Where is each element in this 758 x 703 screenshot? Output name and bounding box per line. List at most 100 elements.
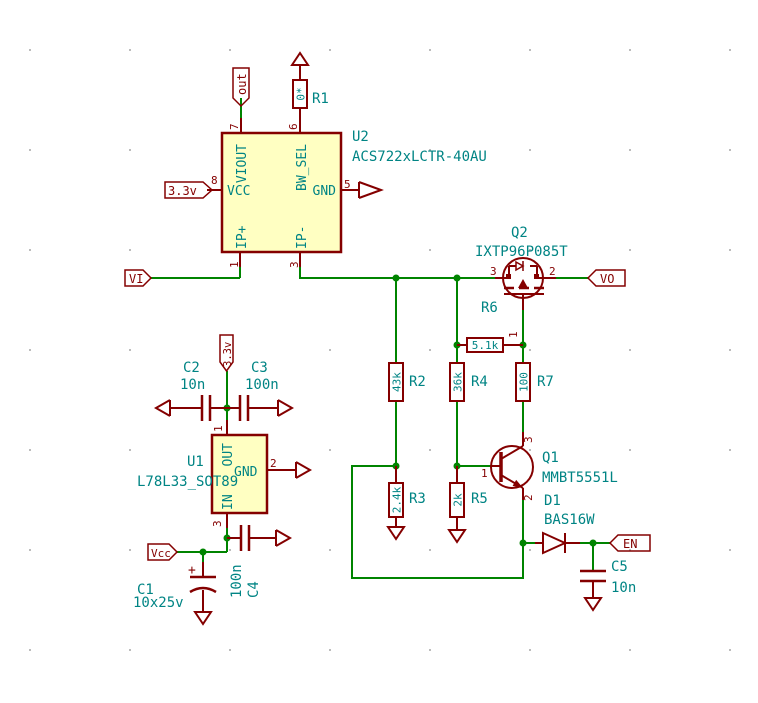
component-r7[interactable]: 100 R7 bbox=[515, 362, 554, 402]
junction-dots bbox=[199, 274, 597, 556]
r5-value[interactable]: 2k bbox=[452, 493, 465, 507]
r7-ref[interactable]: R7 bbox=[537, 374, 554, 390]
component-r6[interactable]: 5.1k R6 bbox=[457, 300, 523, 353]
c4-plates[interactable] bbox=[239, 525, 251, 551]
r4-ref[interactable]: R4 bbox=[471, 374, 488, 390]
component-u2[interactable]: U2 ACS722xLCTR-40AU VIOUT BW_SEL VCC GND… bbox=[207, 108, 487, 268]
r6-body[interactable] bbox=[466, 337, 504, 353]
component-c4[interactable]: 100n C4 bbox=[227, 525, 293, 598]
d1-value[interactable]: BAS16W bbox=[544, 512, 595, 528]
c1-value[interactable]: 10x25v bbox=[133, 595, 184, 611]
r6-value[interactable]: 5.1k bbox=[472, 339, 499, 352]
u1-pin-stubs bbox=[226, 420, 295, 528]
vo-label-text[interactable]: VO bbox=[600, 272, 614, 286]
q1-pin3-number: 3 bbox=[522, 436, 535, 443]
r7-body[interactable] bbox=[515, 362, 531, 402]
component-q2[interactable]: Q2 IXTP96P085T 3 2 1 bbox=[475, 225, 568, 338]
r2-value[interactable]: 43k bbox=[391, 372, 404, 392]
u1-pin2-number: 2 bbox=[270, 457, 277, 470]
net-label-vcc[interactable]: Vcc bbox=[147, 543, 179, 561]
c4-ref[interactable]: C4 bbox=[246, 581, 262, 598]
component-u1[interactable]: U1 L78L33_SOT89 OUT GND IN 1 2 3 bbox=[137, 420, 313, 528]
out-label-text[interactable]: out bbox=[235, 73, 249, 95]
wire-vi-to-pin1[interactable] bbox=[151, 267, 241, 279]
power-arrow-up bbox=[290, 51, 310, 66]
net-label-out[interactable]: out bbox=[232, 67, 250, 108]
net-label-vi[interactable]: VI bbox=[124, 269, 153, 287]
u1-value[interactable]: L78L33_SOT89 bbox=[137, 474, 238, 490]
r7-value[interactable]: 100 bbox=[518, 372, 531, 392]
net-label-33v-u2[interactable]: 3.3v bbox=[164, 181, 214, 199]
component-r1[interactable]: 0* R1 bbox=[290, 51, 329, 109]
c3-plates[interactable] bbox=[238, 395, 250, 421]
wires[interactable] bbox=[151, 98, 610, 579]
r2-body[interactable] bbox=[388, 362, 404, 402]
component-c1[interactable]: + C1 10x25v bbox=[133, 562, 217, 626]
wire-feedback-loop[interactable] bbox=[351, 465, 524, 579]
u2-ref[interactable]: U2 bbox=[352, 129, 369, 145]
c1-bottom-plate[interactable] bbox=[189, 586, 217, 594]
c5-plates[interactable] bbox=[580, 569, 606, 583]
r3-ref[interactable]: R3 bbox=[409, 491, 426, 507]
q2-value[interactable]: IXTP96P085T bbox=[475, 244, 568, 260]
c5-ref[interactable]: C5 bbox=[611, 559, 628, 575]
u1-ref[interactable]: U1 bbox=[187, 454, 204, 470]
d1-ref[interactable]: D1 bbox=[544, 493, 561, 509]
q1-value[interactable]: MMBT5551L bbox=[542, 470, 618, 486]
q2-drain-contact bbox=[534, 274, 539, 279]
c4-value[interactable]: 100n bbox=[229, 564, 245, 598]
component-d1[interactable]: D1 BAS16W bbox=[535, 493, 595, 555]
r1-value[interactable]: 0* bbox=[295, 87, 308, 100]
u2-pin-name-gnd: GND bbox=[313, 184, 337, 199]
u2-pin1-number: 1 bbox=[228, 261, 241, 268]
junction-dot bbox=[453, 274, 461, 282]
r4-body[interactable] bbox=[449, 362, 465, 402]
component-r3[interactable]: 2.4k R3 bbox=[386, 466, 426, 541]
c3-ref[interactable]: C3 bbox=[251, 360, 268, 376]
c2-plates[interactable] bbox=[200, 395, 212, 421]
r1-ref[interactable]: R1 bbox=[312, 91, 329, 107]
q1-body[interactable] bbox=[490, 445, 534, 489]
component-r2[interactable]: 43k R2 bbox=[388, 362, 426, 402]
junction-dot bbox=[199, 548, 207, 556]
gnd-symbol-c5 bbox=[583, 597, 603, 612]
en-label-text[interactable]: EN bbox=[623, 537, 637, 551]
net-label-vo[interactable]: VO bbox=[586, 269, 626, 287]
r2-ref[interactable]: R2 bbox=[409, 374, 426, 390]
vi-label-text[interactable]: VI bbox=[129, 272, 143, 286]
u2-body[interactable] bbox=[220, 131, 343, 254]
vcc-label-text[interactable]: Vcc bbox=[151, 547, 171, 560]
u2-pin3-number: 3 bbox=[288, 261, 301, 268]
c1-ref[interactable]: C1 bbox=[137, 582, 154, 598]
c5-value[interactable]: 10n bbox=[611, 580, 636, 596]
wire-vcc-row[interactable] bbox=[177, 528, 228, 553]
component-r5[interactable]: 2k R5 bbox=[447, 466, 488, 544]
q1-ref[interactable]: Q1 bbox=[542, 450, 559, 466]
component-r4[interactable]: 36k R4 bbox=[449, 362, 488, 402]
c3-value[interactable]: 100n bbox=[245, 377, 279, 393]
q2-ref[interactable]: Q2 bbox=[511, 225, 528, 241]
component-q1[interactable]: Q1 MMBT5551L 1 3 2 bbox=[481, 432, 618, 501]
net-label-en[interactable]: EN bbox=[608, 534, 651, 552]
wire-main-rail[interactable] bbox=[299, 267, 495, 279]
u1-body[interactable] bbox=[210, 433, 269, 515]
net-label-33v-u1[interactable]: 3.3v bbox=[219, 334, 234, 373]
r5-ref[interactable]: R5 bbox=[471, 491, 488, 507]
r6-ref[interactable]: R6 bbox=[481, 300, 498, 316]
q2-pin2-number: 2 bbox=[549, 265, 556, 278]
gnd-symbol-r5 bbox=[447, 529, 467, 544]
c2-ref[interactable]: C2 bbox=[183, 360, 200, 376]
component-c3[interactable]: C3 100n bbox=[238, 360, 295, 421]
33v-u1-label-text[interactable]: 3.3v bbox=[222, 342, 234, 367]
r1-body[interactable] bbox=[292, 79, 308, 109]
c2-value[interactable]: 10n bbox=[180, 377, 205, 393]
u2-value[interactable]: ACS722xLCTR-40AU bbox=[352, 149, 487, 165]
r3-value[interactable]: 2.4k bbox=[391, 486, 404, 513]
component-c2[interactable]: C2 10n bbox=[153, 360, 240, 421]
u2-pin-name-bwsel: BW_SEL bbox=[295, 144, 310, 191]
component-c5[interactable]: C5 10n bbox=[580, 559, 636, 612]
33v-label-text[interactable]: 3.3v bbox=[168, 184, 197, 198]
r4-value[interactable]: 36k bbox=[452, 372, 465, 392]
